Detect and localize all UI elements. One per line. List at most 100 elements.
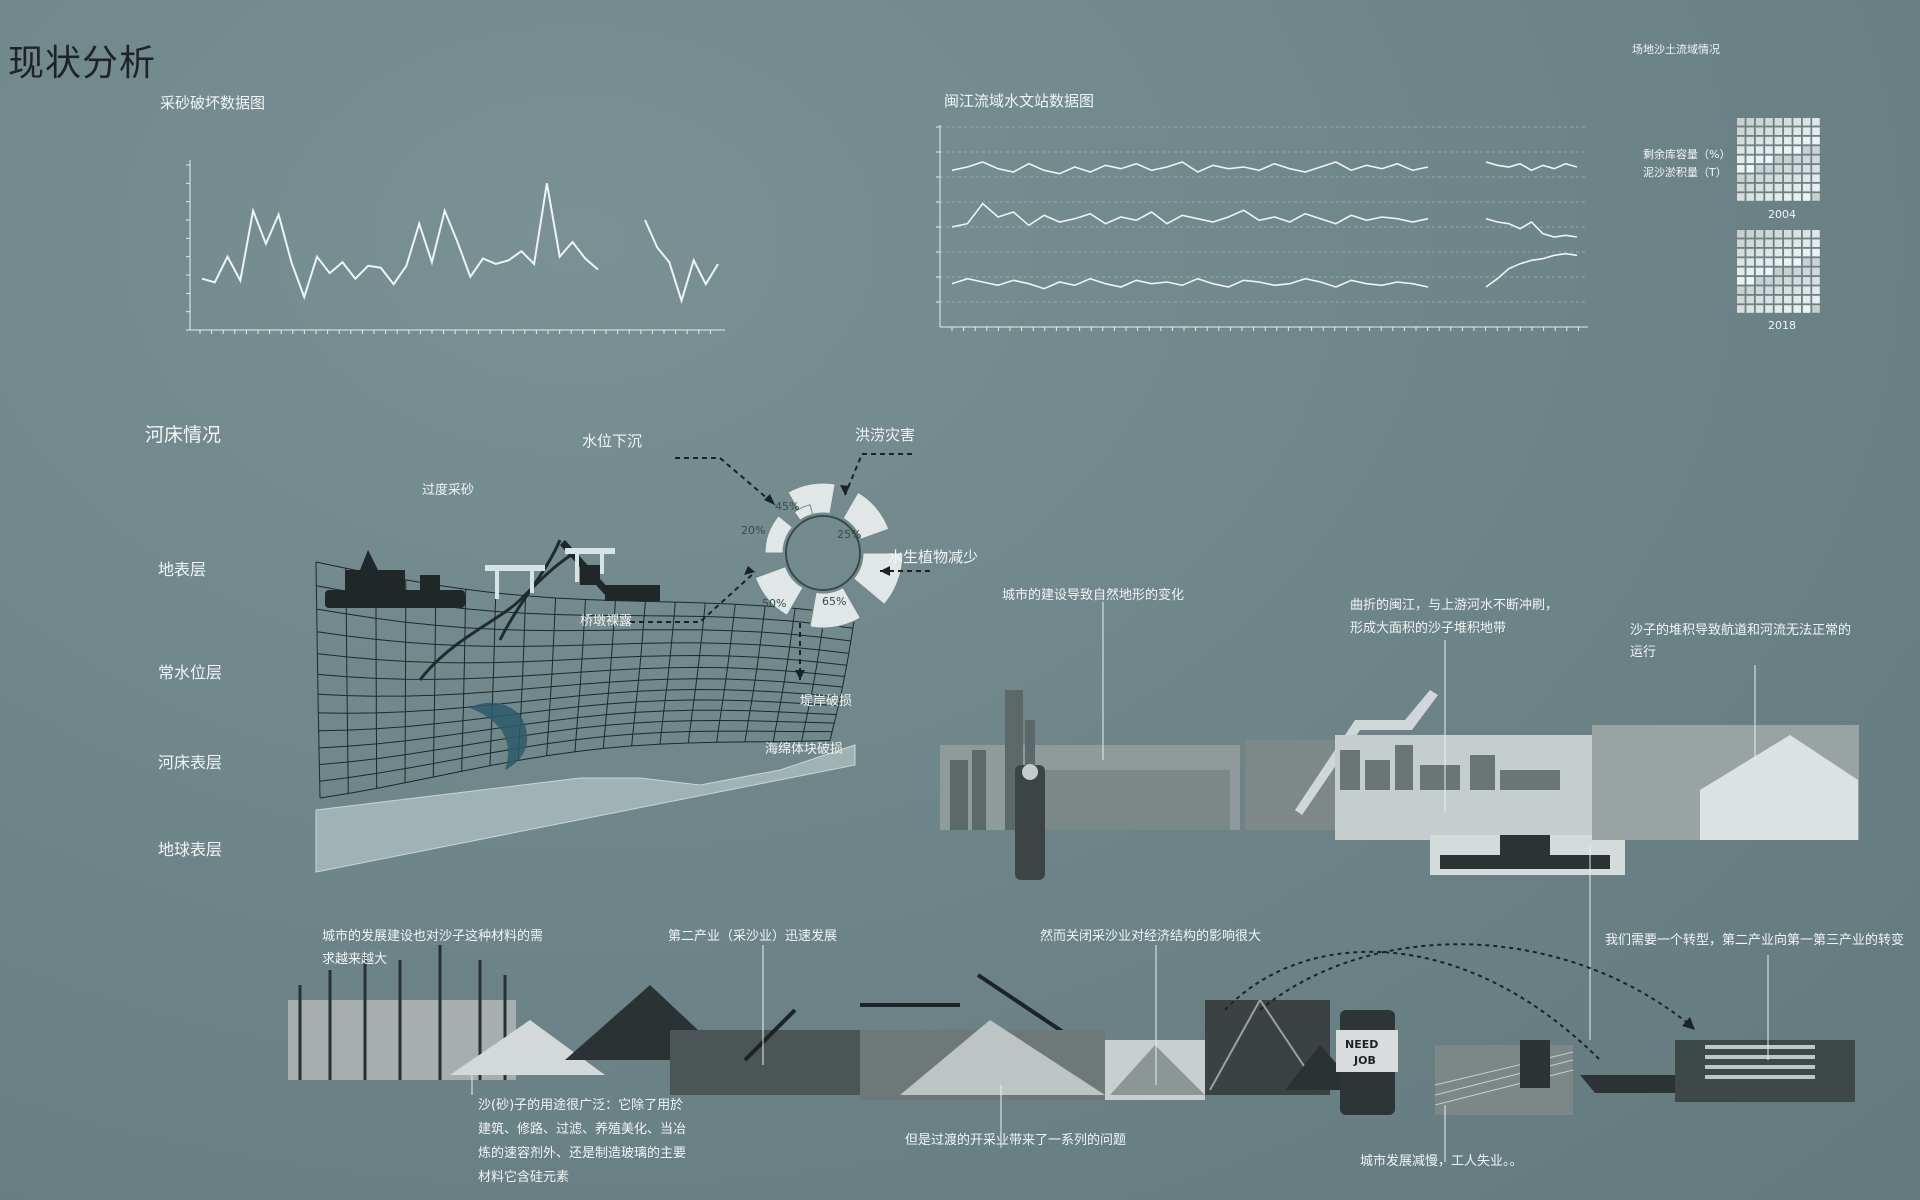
sediment-cell bbox=[1765, 286, 1773, 294]
slowdown-note: 城市发展减慢，工人失业。。 bbox=[1360, 1154, 1523, 1169]
transform-arrowhead bbox=[1682, 1017, 1695, 1030]
sediment-grid-2004 bbox=[1737, 118, 1820, 201]
slice-label-25: 25% bbox=[837, 528, 862, 541]
sediment-cell bbox=[1737, 277, 1745, 285]
sediment-cell bbox=[1737, 258, 1745, 266]
sand-use-line2: 建筑、修路、过滤、养殖美化、当冶 bbox=[478, 1122, 687, 1137]
sediment-cell bbox=[1802, 155, 1811, 164]
sediment-cell bbox=[1802, 193, 1811, 201]
sediment-cell bbox=[1765, 277, 1773, 285]
donut-slice-2 bbox=[852, 552, 904, 606]
transformation-note: 我们需要一个转型，第二产业向第一第三产业的转变 bbox=[1605, 933, 1905, 948]
bank-damage-label: 堤岸破损 bbox=[800, 694, 853, 709]
sediment-cell bbox=[1774, 136, 1783, 145]
dredge-boat bbox=[1440, 835, 1610, 869]
rising-line-sculpture bbox=[1295, 690, 1438, 815]
sediment-cell bbox=[1784, 305, 1792, 313]
sediment-cell bbox=[1765, 248, 1773, 257]
sand-pile bbox=[1700, 735, 1858, 840]
mesh-line bbox=[316, 631, 849, 654]
sediment-title: 场地沙土流域情况 bbox=[1632, 43, 1720, 56]
sediment-cell bbox=[1802, 136, 1811, 145]
sediment-cell bbox=[1812, 305, 1820, 313]
sediment-cell bbox=[1793, 248, 1801, 257]
sediment-cell bbox=[1784, 155, 1792, 164]
sediment-cell bbox=[1746, 183, 1754, 192]
sediment-cell bbox=[1765, 295, 1773, 304]
sediment-cell bbox=[1793, 239, 1801, 247]
story-leaders-bottom bbox=[471, 945, 1769, 1162]
mesh-line bbox=[318, 709, 837, 749]
sediment-cell bbox=[1765, 136, 1773, 145]
sediment-cell bbox=[1812, 258, 1820, 266]
sediment-cell bbox=[1765, 146, 1773, 154]
sediment-cell bbox=[1784, 193, 1792, 201]
sediment-cell bbox=[1793, 267, 1801, 276]
sediment-cell bbox=[1737, 118, 1745, 126]
sediment-cell bbox=[1802, 146, 1811, 154]
mesh-line bbox=[316, 608, 851, 642]
sediment-cell bbox=[1755, 277, 1764, 285]
donut-slice-6 bbox=[793, 504, 814, 521]
river-channel bbox=[470, 702, 528, 770]
sediment-cell bbox=[1737, 230, 1745, 238]
mesh-line bbox=[319, 730, 833, 782]
sediment-cell bbox=[1784, 258, 1792, 266]
sediment-cell bbox=[1755, 267, 1764, 276]
sediment-cell bbox=[1793, 258, 1801, 266]
story-leaders-top bbox=[1102, 602, 1756, 1040]
riverbed-mesh bbox=[315, 561, 856, 799]
chart2-series-0-line bbox=[951, 161, 1429, 175]
sediment-cell bbox=[1784, 295, 1792, 304]
chart2-series-2-line bbox=[951, 202, 1429, 228]
mesh-line bbox=[317, 678, 843, 697]
sediment-cell bbox=[1812, 146, 1820, 154]
sediment-cell bbox=[1802, 305, 1811, 313]
sediment-cell bbox=[1765, 305, 1773, 313]
mesh-line bbox=[319, 740, 831, 799]
sediment-cell bbox=[1784, 146, 1792, 154]
sediment-cell bbox=[1774, 183, 1783, 192]
sediment-cell bbox=[1774, 146, 1783, 154]
sediment-cell bbox=[1812, 136, 1820, 145]
earth-layer-wedge bbox=[315, 744, 856, 873]
over-mining-label: 过度采砂 bbox=[422, 483, 475, 498]
sediment-cell bbox=[1746, 295, 1754, 304]
sediment-cell bbox=[1784, 136, 1792, 145]
sponge-damaged-label: 海绵体块破损 bbox=[765, 742, 844, 757]
mesh-line bbox=[318, 699, 839, 732]
channel-note-line1: 沙子的堆积导致航道和河流无法正常的 bbox=[1630, 623, 1852, 638]
sediment-cell bbox=[1765, 165, 1773, 173]
donut-slice-3 bbox=[809, 586, 862, 629]
sediment-cell bbox=[1746, 248, 1754, 257]
sediment-cell bbox=[1737, 295, 1745, 304]
sediment-cell bbox=[1802, 183, 1811, 192]
sediment-cell bbox=[1784, 239, 1792, 247]
sediment-cell bbox=[1737, 174, 1745, 182]
sand-use-line3: 炼的速容剂外、还是制造玻璃的主要 bbox=[478, 1146, 687, 1161]
sediment-cell bbox=[1765, 174, 1773, 182]
slice-label-65: 65% bbox=[822, 595, 847, 608]
sediment-cell bbox=[1755, 193, 1764, 201]
donut-slice-1 bbox=[842, 491, 890, 540]
layer-earth-surface: 地球表层 bbox=[158, 840, 223, 859]
sediment-cell bbox=[1765, 258, 1773, 266]
plant-loss-label: 水生植物减少 bbox=[888, 548, 979, 566]
slice-label-20: 20% bbox=[741, 524, 766, 537]
sediment-cell bbox=[1812, 230, 1820, 238]
sediment-cell bbox=[1746, 165, 1754, 173]
sediment-cell bbox=[1802, 248, 1811, 257]
layer-normal-water: 常水位层 bbox=[158, 663, 223, 682]
mesh-line bbox=[319, 719, 835, 766]
sediment-cell bbox=[1765, 239, 1773, 247]
sediment-cell bbox=[1774, 118, 1783, 126]
minjiang-note-line2: 形成大面积的沙子堆积地带 bbox=[1350, 621, 1507, 636]
sediment-cell bbox=[1765, 193, 1773, 201]
sediment-cell bbox=[1812, 193, 1820, 201]
sediment-cell bbox=[1774, 267, 1783, 276]
sand-use-line4: 材料它含硅元素 bbox=[478, 1170, 570, 1185]
